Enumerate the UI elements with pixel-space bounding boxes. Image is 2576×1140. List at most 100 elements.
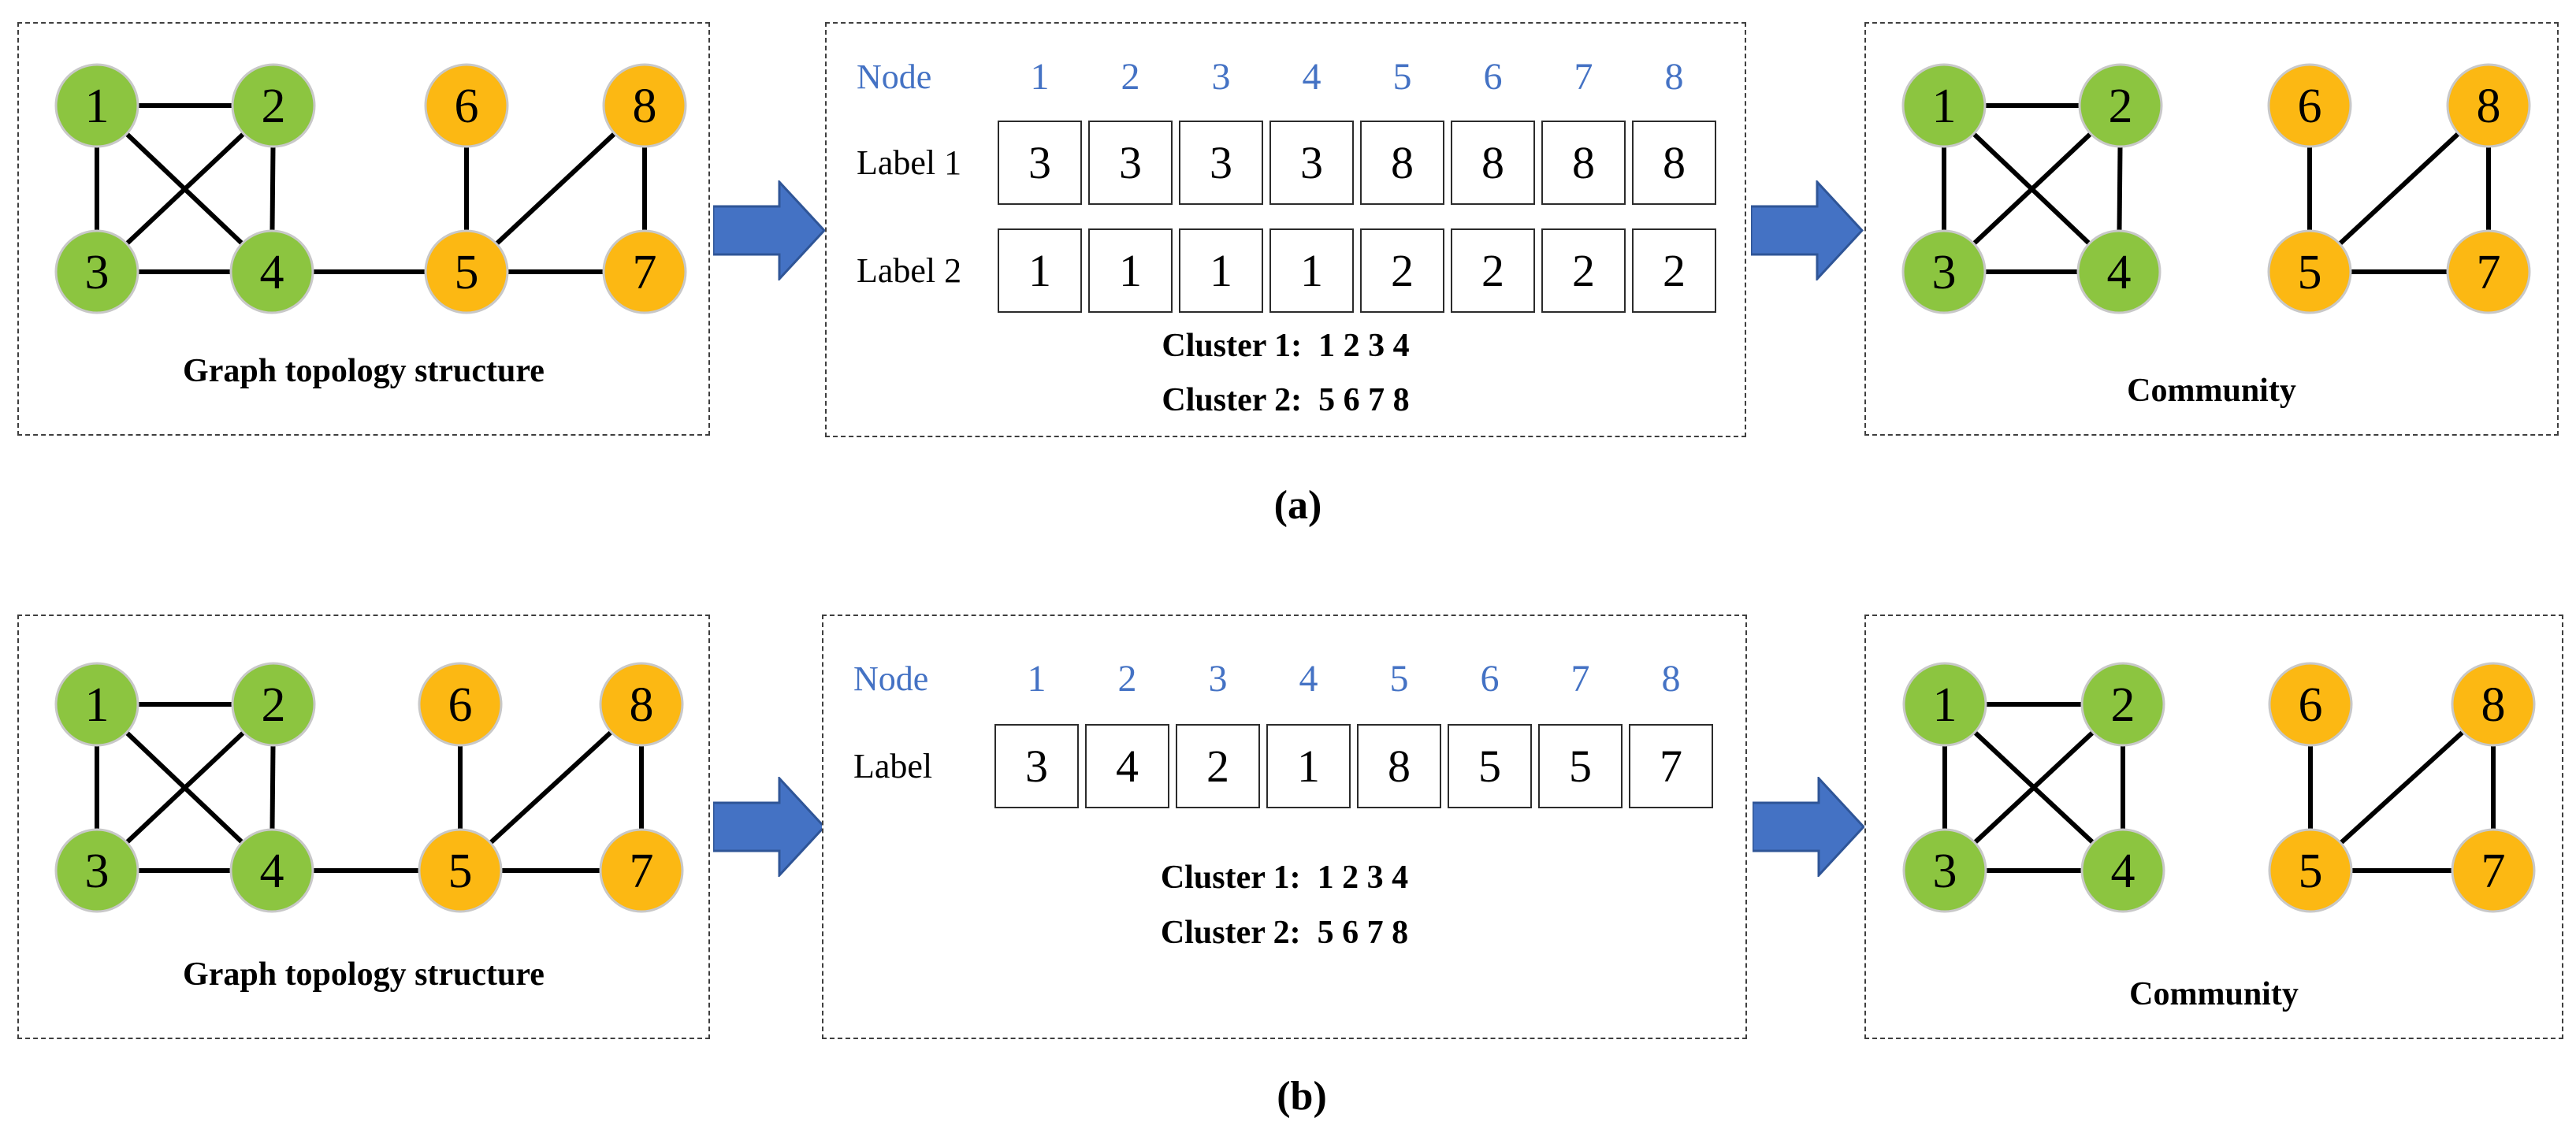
graph-node-number: 6: [448, 678, 473, 732]
graph-node-3: [1902, 828, 1987, 913]
graph-node-2: [2078, 63, 2163, 148]
panel-b-label: (b): [1277, 1074, 1327, 1119]
label-cell-wrap: 2: [1448, 228, 1538, 313]
graph-node-number: 5: [448, 845, 473, 898]
label-cell: 2: [1541, 228, 1626, 313]
label-cell: 1: [1179, 228, 1263, 313]
graph-node-6: [2267, 63, 2352, 148]
graph-node-number: 2: [2111, 678, 2136, 732]
label-cell-wrap: 2: [1173, 724, 1263, 808]
graph-node-number: 4: [2111, 845, 2136, 898]
node-id: 2: [1117, 658, 1137, 700]
graph-node-number: 7: [633, 246, 657, 299]
graph-node-number: 7: [630, 845, 654, 898]
graph-node-number: 4: [2107, 246, 2132, 299]
graph-node-3: [54, 229, 139, 314]
node-id: 6: [1483, 56, 1503, 98]
graph-node-6: [2268, 662, 2353, 747]
panel-a-label: (a): [1273, 483, 1322, 528]
graph-node-5: [418, 828, 503, 913]
label-cell-wrap: 3: [1176, 121, 1266, 205]
graph-node-2: [2080, 662, 2165, 747]
label-cell-wrap: 1: [1176, 228, 1266, 313]
label-cell-wrap: 8: [1354, 724, 1444, 808]
label-cell: 2: [1176, 724, 1260, 808]
graph-node-8: [599, 662, 684, 747]
label-cell: 5: [1538, 724, 1623, 808]
topology-caption: Graph topology structure: [183, 353, 545, 389]
graph-node-number: 1: [85, 80, 110, 133]
graph-node-number: 4: [260, 246, 284, 299]
graph-node-number: 5: [2299, 845, 2323, 898]
label-cell-wrap: 8: [1629, 121, 1719, 205]
graph-node-3: [54, 828, 139, 913]
label-cell-wrap: 1: [1266, 228, 1357, 313]
label-cell: 7: [1629, 724, 1713, 808]
right-arrow-icon: [713, 180, 826, 280]
graph-node-number: 5: [2298, 246, 2322, 299]
node-id: 3: [1211, 56, 1231, 98]
graph-node-7: [2451, 828, 2536, 913]
node-id: 4: [1299, 658, 1318, 700]
label-cell: 5: [1448, 724, 1532, 808]
node-id: 2: [1121, 56, 1140, 98]
label-cell-wrap: 2: [1357, 228, 1448, 313]
graph-node-number: 1: [1933, 678, 1957, 732]
label-cell-wrap: 7: [1626, 724, 1716, 808]
label-cell: 8: [1632, 121, 1716, 205]
label-cell-wrap: 8: [1538, 121, 1629, 205]
graph-node-4: [2076, 229, 2162, 314]
label-cell-wrap: 2: [1629, 228, 1719, 313]
label-cell: 8: [1541, 121, 1626, 205]
node-id: 1: [1030, 56, 1050, 98]
graph-node-5: [424, 229, 509, 314]
graph-node-2: [231, 63, 316, 148]
graph-node-number: 5: [455, 246, 479, 299]
graph-node-number: 6: [455, 80, 479, 133]
graph-node-number: 2: [2109, 80, 2133, 133]
label-cell-wrap: 1: [1085, 228, 1176, 313]
label-cell-wrap: 4: [1082, 724, 1173, 808]
graph-node-4: [229, 229, 314, 314]
label-cell-wrap: 3: [994, 121, 1085, 205]
label-cell-wrap: 8: [1448, 121, 1538, 205]
graph-node-8: [2446, 63, 2531, 148]
graph-node-number: 1: [1932, 80, 1957, 133]
label-cell-wrap: 3: [991, 724, 1082, 808]
cluster-text: Cluster 1: 1 2 3 4: [1162, 328, 1410, 364]
graph-node-7: [602, 229, 687, 314]
graph-node-number: 2: [262, 678, 286, 732]
node-id: 3: [1208, 658, 1228, 700]
graph-node-8: [2451, 662, 2536, 747]
graph-node-number: 7: [2481, 845, 2506, 898]
graph-node-2: [231, 662, 316, 747]
node-id: 6: [1480, 658, 1500, 700]
topology-caption: Graph topology structure: [183, 956, 545, 993]
graph-node-5: [2268, 828, 2353, 913]
graph-node-1: [1902, 662, 1987, 747]
label-cell-wrap: 2: [1538, 228, 1629, 313]
node-id: 8: [1661, 658, 1681, 700]
label-row-title: Label: [853, 747, 933, 785]
label-cell: 2: [1632, 228, 1716, 313]
graph-node-6: [418, 662, 503, 747]
graph-node-number: 3: [1933, 845, 1957, 898]
node-id: 5: [1392, 56, 1412, 98]
node-id: 8: [1664, 56, 1684, 98]
label-cell: 3: [1088, 121, 1173, 205]
graph-node-number: 3: [1932, 246, 1957, 299]
graph-node-number: 2: [262, 80, 286, 133]
graph-node-6: [424, 63, 509, 148]
label-cell-wrap: 1: [994, 228, 1085, 313]
graph-node-number: 4: [260, 845, 284, 898]
